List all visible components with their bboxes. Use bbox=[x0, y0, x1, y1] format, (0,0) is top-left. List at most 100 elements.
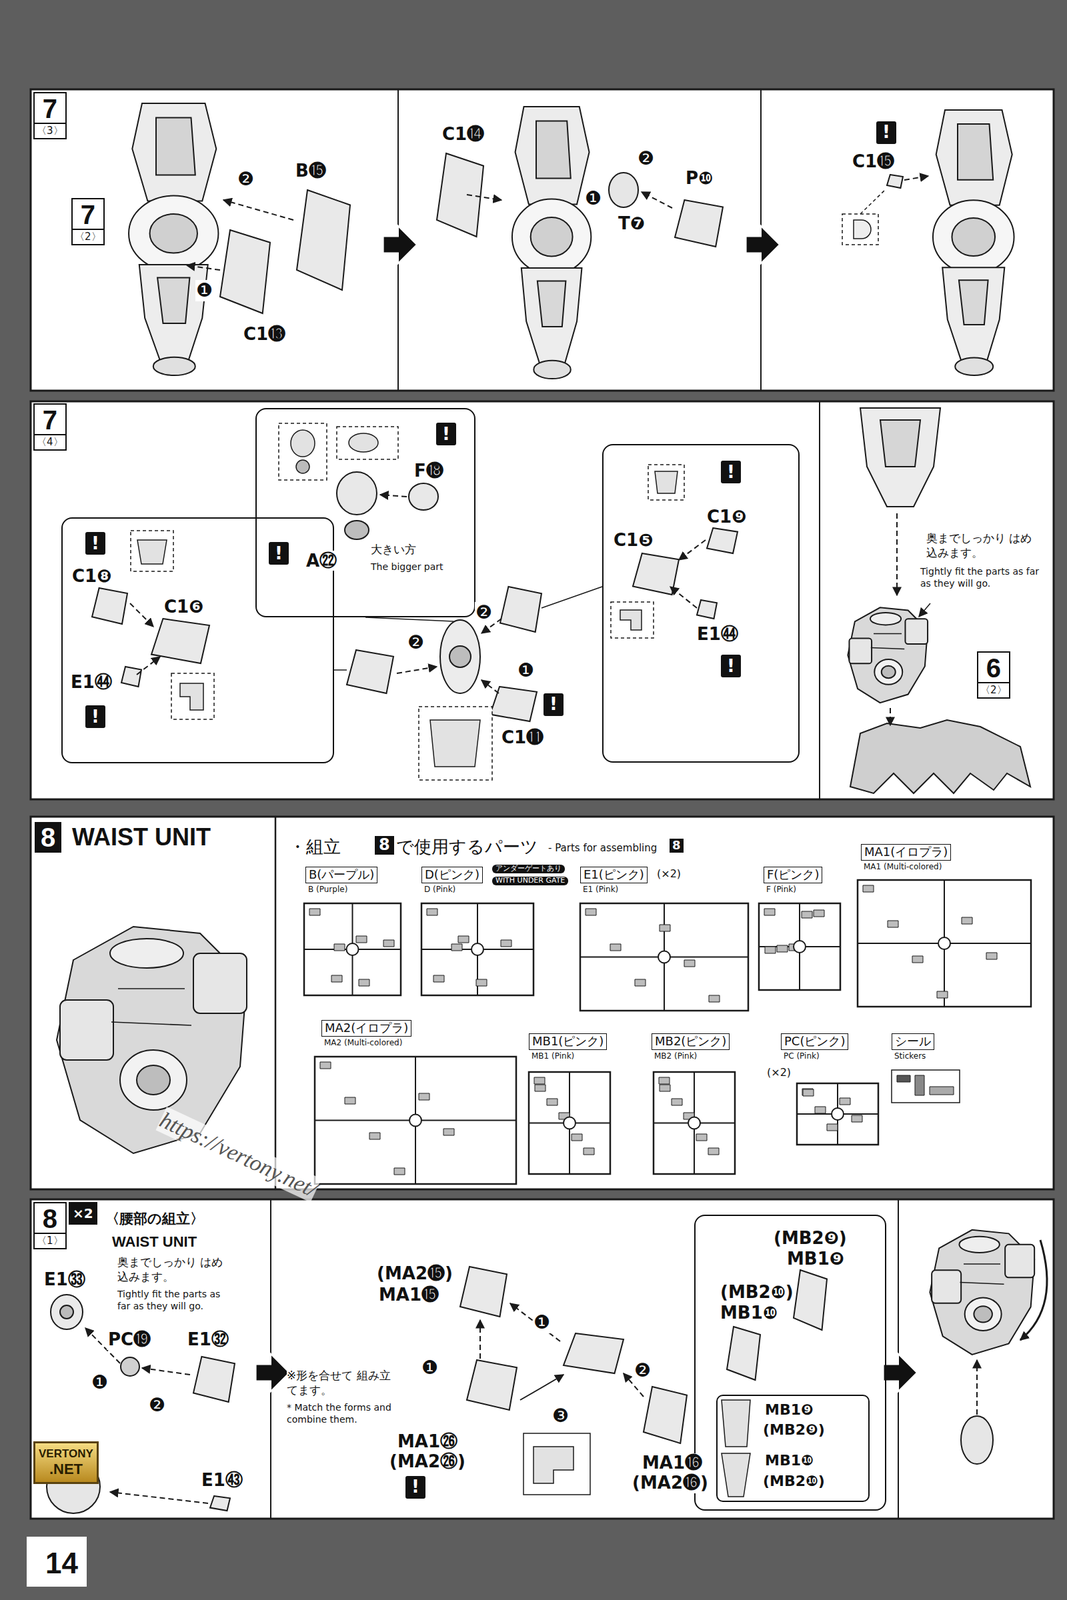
part-callout: (MA2㉖) bbox=[388, 1452, 467, 1473]
part-mb1-9-detail bbox=[721, 1400, 751, 1448]
knee-detail bbox=[150, 214, 198, 254]
shin-part bbox=[139, 264, 209, 361]
part-p10 bbox=[674, 200, 723, 247]
dashed-arrow bbox=[130, 603, 154, 627]
runner-part bbox=[912, 956, 923, 963]
runner-frame bbox=[314, 1056, 517, 1185]
sub-step-number: 〈3〉 bbox=[34, 122, 66, 139]
leg-lower bbox=[860, 408, 941, 507]
dashed-arrow bbox=[678, 540, 706, 561]
waist-block bbox=[904, 618, 928, 645]
thigh-detail bbox=[957, 124, 993, 181]
part-a22-ball bbox=[344, 520, 369, 540]
part-callout: A㉒ bbox=[304, 550, 339, 571]
runner-label: F (Pink) bbox=[763, 885, 799, 895]
runner-label: PC (Pink) bbox=[780, 1052, 823, 1062]
runner-part bbox=[839, 1098, 851, 1106]
runner-part bbox=[476, 979, 487, 987]
step-number: ❶ bbox=[420, 1357, 439, 1380]
runner-label: MA1(イロプラ) bbox=[860, 844, 951, 861]
sub-step-number: 〈2〉 bbox=[978, 682, 1009, 698]
detail-box bbox=[610, 602, 654, 639]
dashed-arrow bbox=[136, 656, 161, 675]
foot-joint bbox=[153, 357, 196, 376]
step-number: ❸ bbox=[551, 1405, 570, 1428]
part-e1-33 bbox=[50, 1295, 83, 1330]
runner-part bbox=[334, 944, 345, 951]
step-number: ❶ bbox=[516, 660, 535, 682]
part-callout: (MA2⓰) bbox=[630, 1473, 710, 1494]
runner-label: E1(ピンク) bbox=[580, 866, 648, 884]
thigh-part bbox=[132, 103, 217, 201]
runner-label: F(ピンク) bbox=[763, 866, 823, 884]
shin-detail bbox=[157, 278, 190, 324]
sub-step-number: 〈4〉 bbox=[34, 434, 66, 450]
runner-label: シール bbox=[891, 1033, 935, 1051]
leader-line bbox=[365, 617, 454, 622]
part-c1-13 bbox=[220, 230, 271, 314]
runner-part bbox=[331, 975, 343, 983]
part-c1-15 bbox=[886, 174, 903, 189]
part-callout: F⓲ bbox=[412, 460, 445, 481]
thigh-detail bbox=[536, 120, 571, 179]
runner-part bbox=[610, 944, 621, 951]
panel-divider bbox=[274, 816, 277, 1190]
caution-mark: ! bbox=[85, 705, 106, 729]
caution-mark: ! bbox=[268, 542, 289, 565]
runner-part bbox=[309, 908, 321, 916]
runner-part bbox=[684, 960, 695, 967]
runner-tag bbox=[793, 940, 806, 953]
runner-label: MA1 (Multi-colored) bbox=[860, 862, 945, 873]
foot-joint bbox=[954, 357, 993, 376]
part-callout: (MB2❾) bbox=[761, 1421, 827, 1439]
step-number: 7 bbox=[34, 404, 66, 435]
runner-tag bbox=[346, 943, 359, 956]
part-e1-33-hole bbox=[60, 1305, 74, 1320]
runner-label: B(パープル) bbox=[305, 866, 378, 884]
runner-part bbox=[369, 1133, 381, 1140]
detail-shape bbox=[654, 471, 678, 494]
part-c1-9 bbox=[706, 528, 738, 554]
panel bbox=[30, 1199, 1054, 1520]
caution-mark: ! bbox=[876, 121, 897, 145]
part-callout: (MB2❿) bbox=[718, 1282, 795, 1303]
runner-part bbox=[696, 1134, 707, 1142]
runner-part bbox=[801, 911, 813, 919]
step-number: ❶ bbox=[195, 280, 214, 302]
knee-detail bbox=[951, 218, 995, 257]
sticker bbox=[896, 1075, 911, 1083]
runner-sprue bbox=[796, 1083, 879, 1146]
runner-part bbox=[802, 1089, 814, 1097]
runner-label: Stickers bbox=[891, 1052, 929, 1062]
step-number: 7 bbox=[34, 93, 66, 123]
curve-arrow bbox=[520, 1375, 564, 1401]
waist-block bbox=[193, 953, 247, 1014]
runner-part bbox=[634, 979, 646, 987]
instruction-note: 奥までしっかり はめ込みます。 bbox=[926, 530, 1043, 561]
detail-box bbox=[171, 673, 215, 720]
watermark: https://vertony.net/ bbox=[155, 1107, 321, 1204]
runner-label: MB1 (Pink) bbox=[528, 1052, 577, 1062]
detail-shape bbox=[137, 540, 167, 565]
dashed-arrow bbox=[380, 494, 407, 497]
waist-detail bbox=[960, 1283, 1005, 1286]
detail-shape bbox=[620, 610, 642, 631]
caution-mark: ! bbox=[720, 460, 741, 484]
hip-joint-ball bbox=[449, 646, 471, 668]
dashed-arrow bbox=[976, 1360, 978, 1416]
detail-shape bbox=[348, 433, 379, 453]
section-number: 8 bbox=[34, 822, 62, 853]
leader-line bbox=[541, 586, 603, 609]
section-number: 8 bbox=[374, 836, 395, 855]
dashed-arrow bbox=[466, 194, 502, 201]
part-callout: E1㊸ bbox=[200, 1471, 245, 1492]
runner-label: D(ピンク) bbox=[421, 866, 483, 884]
runner-sprue bbox=[421, 903, 534, 996]
shin-detail bbox=[537, 281, 567, 327]
section-title: WAIST UNIT bbox=[72, 822, 211, 854]
step-number: ❷ bbox=[633, 1360, 652, 1382]
runner-label: MB2 (Pink) bbox=[651, 1052, 700, 1062]
step-arrow bbox=[883, 1354, 917, 1392]
part-callout: (MB2❿) bbox=[761, 1473, 827, 1490]
dashed-arrow bbox=[110, 1492, 209, 1504]
